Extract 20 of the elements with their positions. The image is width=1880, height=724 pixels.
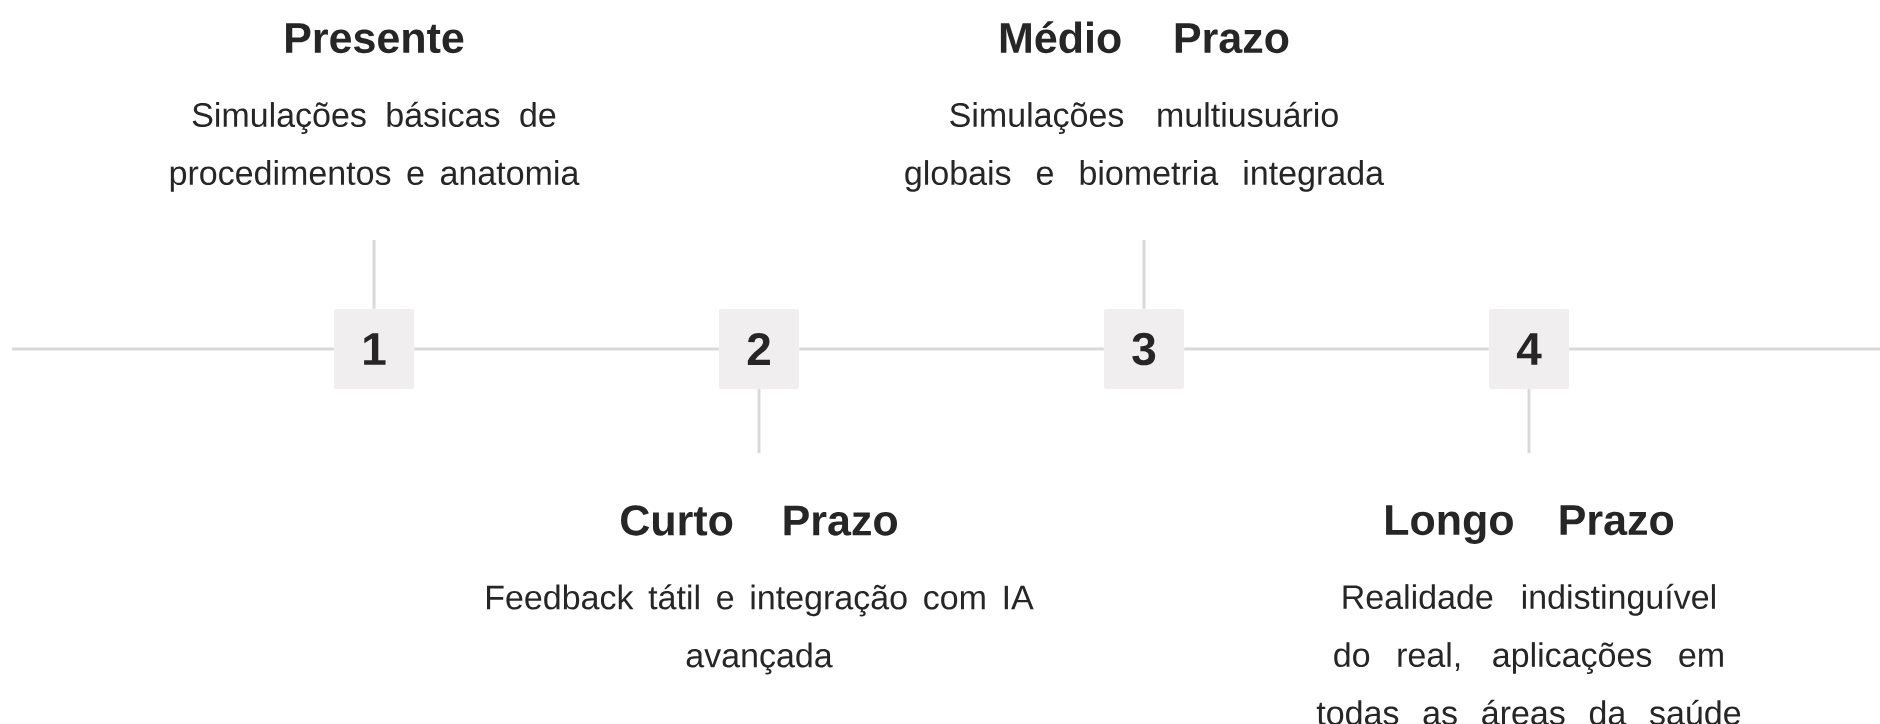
milestone-description: Simulações multiusuário globais e biometria integrada <box>905 101 1384 192</box>
milestone-description: Simulações básicas de procedimentos e anatomia <box>170 101 580 192</box>
timeline-line <box>799 347 1104 351</box>
number-box: 2 <box>719 309 799 389</box>
number-box: 1 <box>334 309 414 389</box>
timeline-line <box>1569 347 1880 351</box>
connector-line <box>1142 240 1146 309</box>
timeline-line <box>414 347 719 351</box>
timeline-line <box>12 347 334 351</box>
milestone-heading: Presente <box>286 23 464 54</box>
milestone-heading: Curto Prazo <box>621 505 897 536</box>
milestone-description: Feedback tátil e integração com IA avançada <box>487 584 1034 675</box>
number-box: 4 <box>1489 309 1569 389</box>
timeline-line <box>1184 347 1489 351</box>
milestone-heading: Longo Prazo <box>1386 505 1674 544</box>
connector-line <box>372 240 376 309</box>
connector-line <box>1527 389 1531 453</box>
number-box: 3 <box>1104 309 1184 389</box>
milestone-heading: Médio Prazo <box>1000 21 1289 54</box>
connector-line <box>757 389 761 453</box>
